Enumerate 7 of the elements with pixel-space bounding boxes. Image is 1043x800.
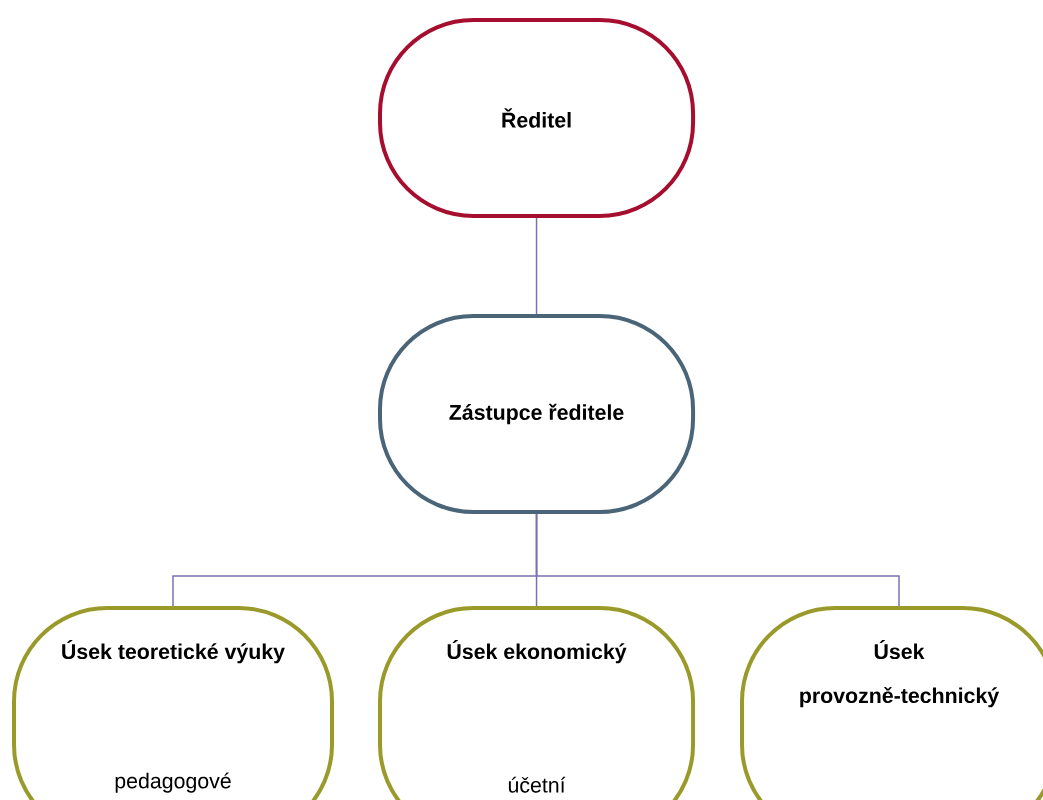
rounded-box: Úsek teoretické výuky pedagogové [12,606,334,800]
rounded-box: Ředitel [378,18,696,218]
rounded-box: Zástupce ředitele [378,314,696,514]
rounded-box: Úsek ekonomický účetní [378,606,696,800]
rounded-box: Úsek provozně-technický [740,606,1043,800]
connector-line [535,217,538,315]
connector-line [535,513,900,607]
